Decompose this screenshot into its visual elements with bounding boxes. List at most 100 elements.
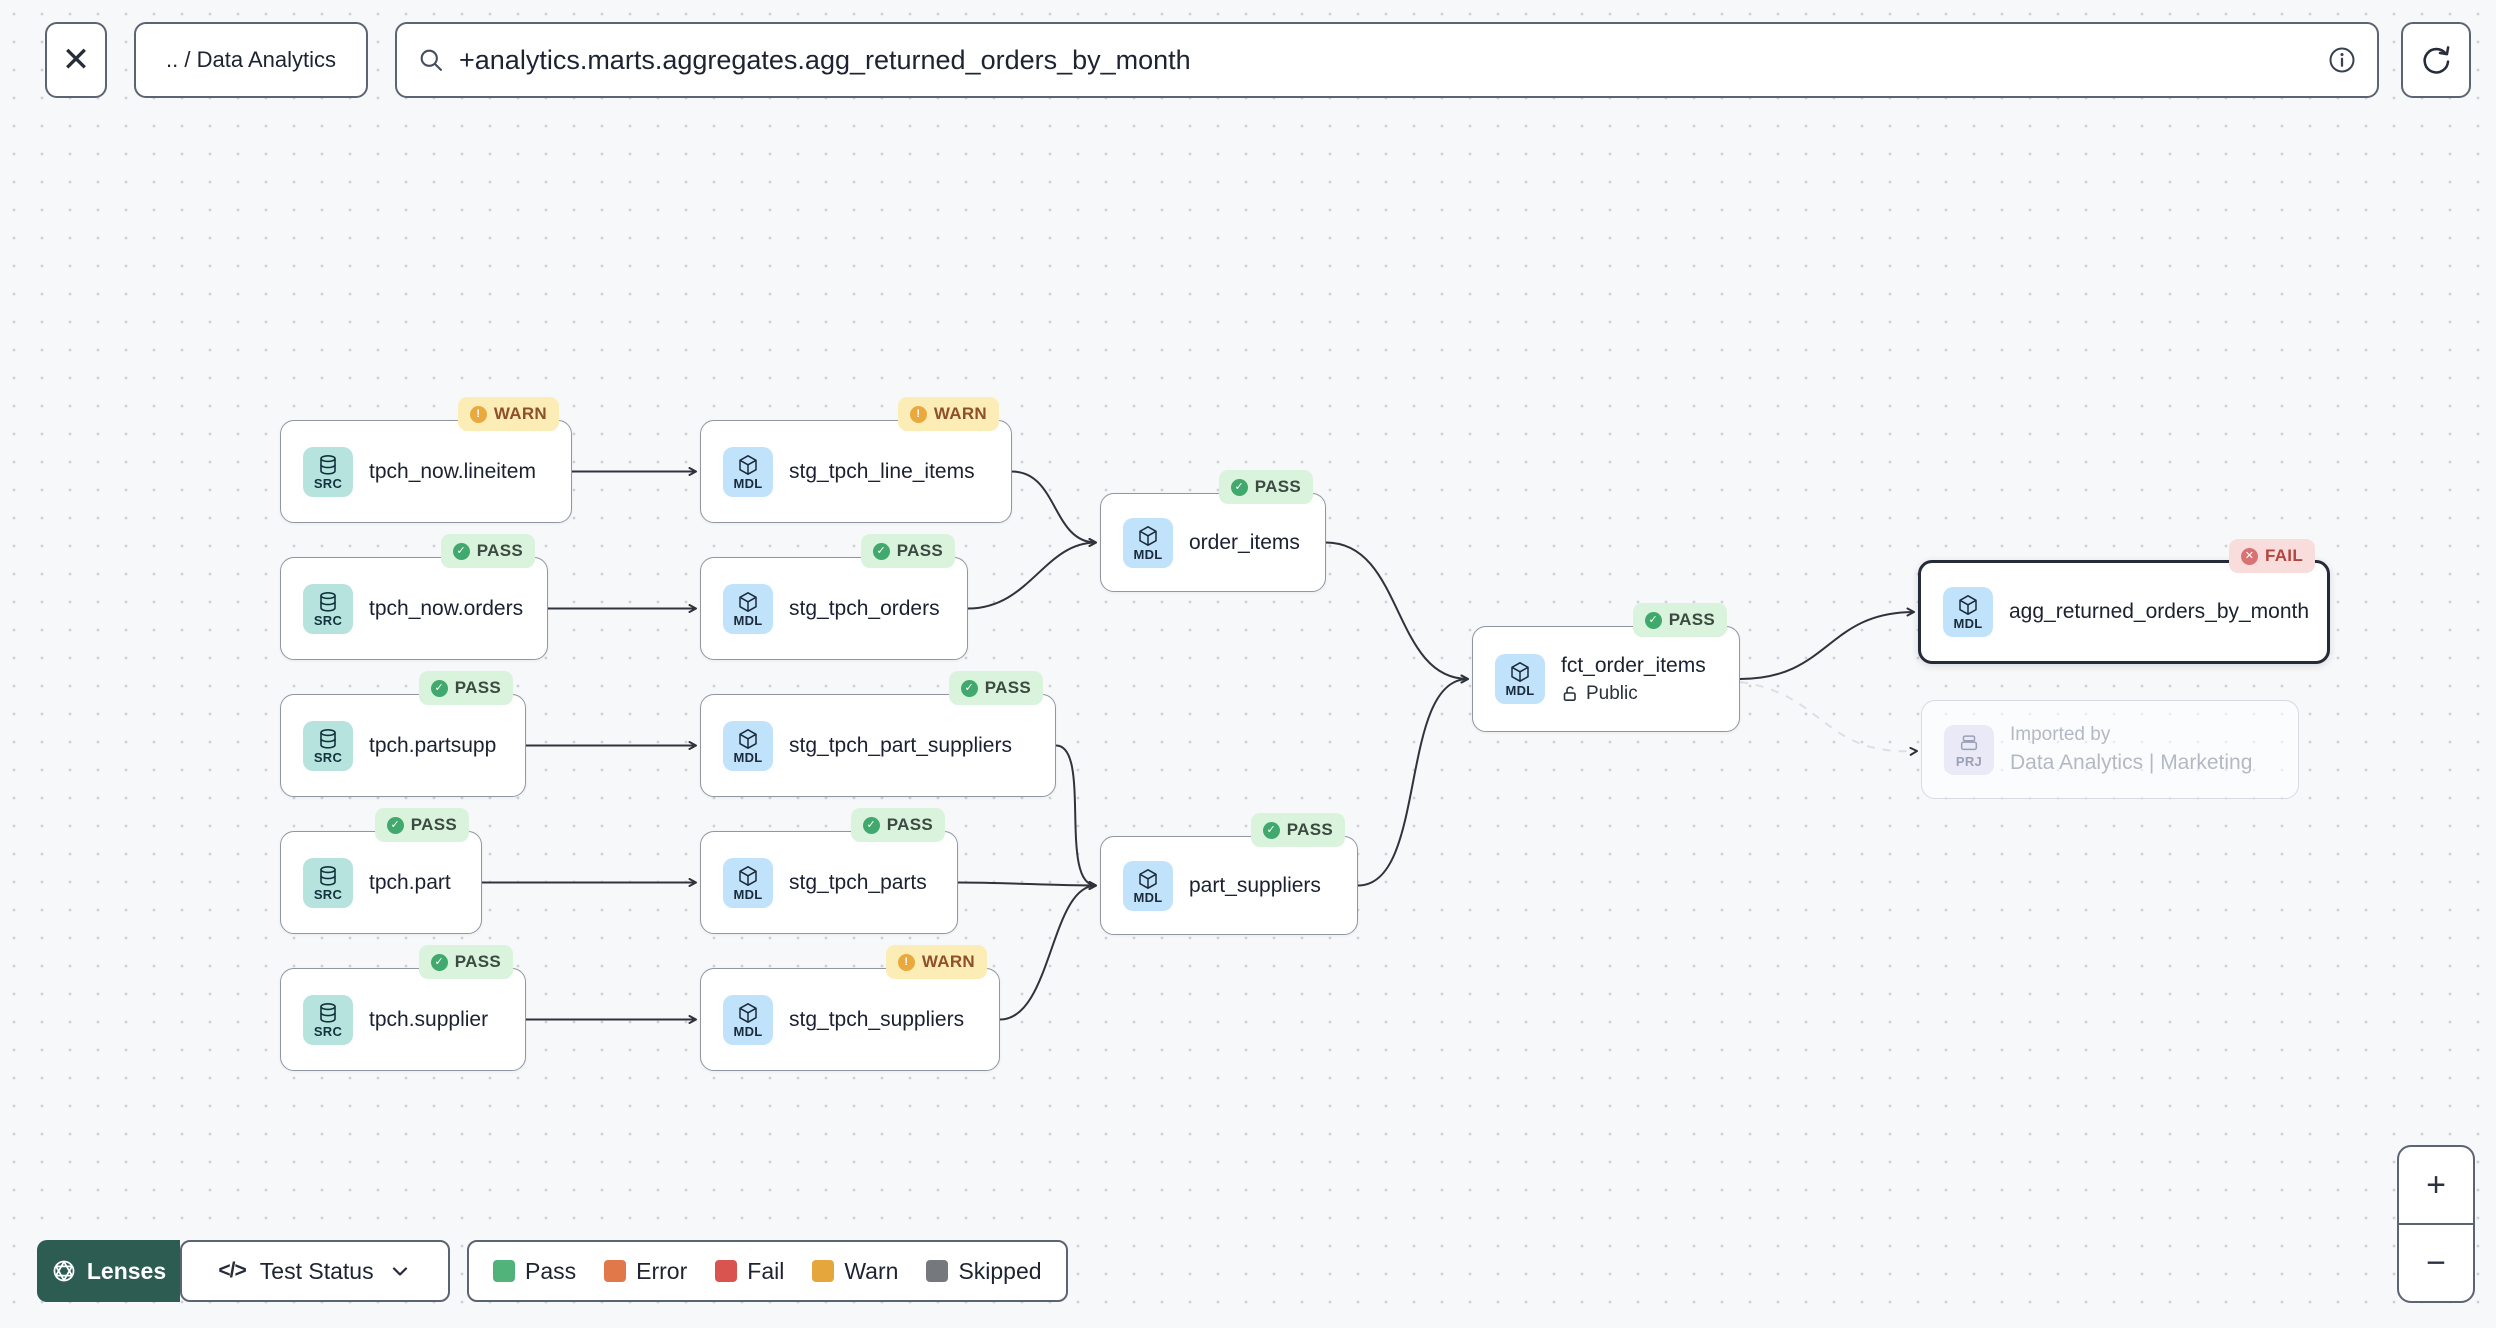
legend-item-warn: Warn [812, 1258, 898, 1285]
status-dot-icon: ✓ [1262, 821, 1280, 839]
database-icon [317, 1002, 339, 1024]
status-badge-pass: ✓PASS [440, 534, 535, 568]
zoom-controls: + − [2397, 1145, 2475, 1303]
status-badge-pass: ✓ PASS [418, 671, 513, 705]
node-type-label: SRC [313, 886, 343, 902]
lineage-edge [1739, 681, 1918, 756]
model-cube-icon [1509, 661, 1531, 683]
node-label: stg_tpch_orders [789, 596, 940, 620]
database-icon [317, 728, 339, 750]
lineage-node-tpch_supplier[interactable]: SRC tpch.supplier ✓ PASS [280, 945, 526, 1071]
node-label: tpch_now.orders [369, 596, 524, 620]
lineage-node-agg_returned_orders_by_month[interactable]: MDL agg_returned_orders_by_month ✕FAIL [1918, 539, 2330, 664]
status-dot-icon: ✓ [1644, 611, 1662, 629]
status-badge-label: PASS [454, 952, 501, 971]
status-badge-label: PASS [454, 678, 501, 697]
node-label: tpch.supplier [369, 1007, 489, 1031]
legend-item-fail: Fail [715, 1258, 784, 1285]
lenses-label: Lenses [86, 1257, 167, 1284]
lineage-node-tpch_now_orders[interactable]: SRC tpch_now.orders ✓PASS [280, 534, 548, 660]
lineage-edge [1055, 744, 1097, 890]
model-cube-icon [1137, 868, 1159, 890]
test-status-dropdown[interactable]: </> Test Status [180, 1240, 450, 1302]
status-badge-warn: !WARN [897, 397, 999, 431]
status-badge-pass: ✓ PASS [418, 945, 513, 979]
node-type-chip: MDL [723, 720, 773, 771]
node-type-label: PRJ [1955, 753, 1983, 769]
status-badge-label: PASS [476, 541, 523, 560]
status-badge-label: WARN [493, 404, 547, 423]
zoom-out-button[interactable]: − [2426, 1243, 2446, 1282]
legend-label: Fail [747, 1257, 785, 1284]
status-dot-icon: ✓ [430, 953, 448, 971]
node-type-label: SRC [313, 1023, 343, 1039]
node-type-chip: MDL [1123, 517, 1173, 568]
legend-label: Skipped [958, 1257, 1042, 1284]
node-note: Imported by [2010, 724, 2111, 745]
info-icon[interactable] [2327, 45, 2357, 75]
model-cube-icon [737, 865, 759, 887]
node-label: Data Analytics | Marketing [2010, 751, 2253, 774]
node-type-label: MDL [1133, 546, 1163, 562]
status-badge-pass: ✓PASS [850, 808, 945, 842]
node-type-chip: MDL [1943, 587, 1993, 637]
status-badge-fail: ✕FAIL [2228, 539, 2315, 573]
model-cube-icon [737, 454, 759, 476]
node-type-label: MDL [1133, 889, 1163, 905]
node-type-chip: SRC [303, 720, 353, 771]
lineage-edge [1739, 607, 1915, 680]
refresh-button[interactable] [2401, 22, 2471, 98]
status-badge-label: PASS [1286, 820, 1333, 839]
node-type-chip: MDL [1495, 654, 1545, 704]
node-type-chip: MDL [1123, 860, 1173, 911]
status-badge-warn: !WARN [885, 945, 987, 979]
model-cube-icon [1137, 525, 1159, 547]
status-badge-pass: ✓PASS [1632, 603, 1727, 637]
zoom-in-button[interactable]: + [2426, 1165, 2446, 1204]
lineage-edge [1011, 470, 1097, 547]
lenses-button[interactable]: Lenses [37, 1240, 180, 1302]
aperture-icon [51, 1258, 77, 1284]
node-type-chip: SRC [303, 857, 353, 908]
lineage-edge [1357, 674, 1469, 887]
search-bar [395, 22, 2379, 98]
project-icon [1958, 732, 1980, 754]
status-badge-pass: ✓PASS [860, 534, 955, 568]
node-label: tpch.part [369, 870, 451, 894]
status-dot-icon: ✓ [1230, 478, 1248, 496]
node-label: fct_order_items [1561, 653, 1706, 677]
status-badge-label: FAIL [2264, 546, 2303, 565]
node-type-chip: MDL [723, 446, 773, 497]
node-label: agg_returned_orders_by_month [2009, 600, 2310, 623]
status-badge-label: WARN [933, 404, 987, 423]
status-badge-label: PASS [896, 541, 943, 560]
breadcrumb[interactable]: .. / Data Analytics [134, 22, 368, 98]
lineage-node-imported_by_project[interactable]: PRJ Imported by Data Analytics | Marketing [1921, 700, 2299, 799]
node-type-chip: MDL [723, 857, 773, 908]
lineage-edge [967, 538, 1097, 610]
status-badge-label: PASS [1254, 477, 1301, 496]
status-dot-icon: ! [469, 405, 487, 423]
status-dot-icon: ✓ [430, 679, 448, 697]
node-type-chip: SRC [303, 583, 353, 634]
zoom-divider [2399, 1223, 2473, 1225]
status-badge-pass: ✓ PASS [1218, 470, 1313, 504]
database-icon [317, 865, 339, 887]
database-icon [317, 591, 339, 613]
legend-label: Warn [844, 1257, 899, 1284]
close-button[interactable]: ✕ [45, 22, 107, 98]
node-type-label: MDL [733, 886, 763, 902]
search-input[interactable] [459, 44, 2313, 76]
